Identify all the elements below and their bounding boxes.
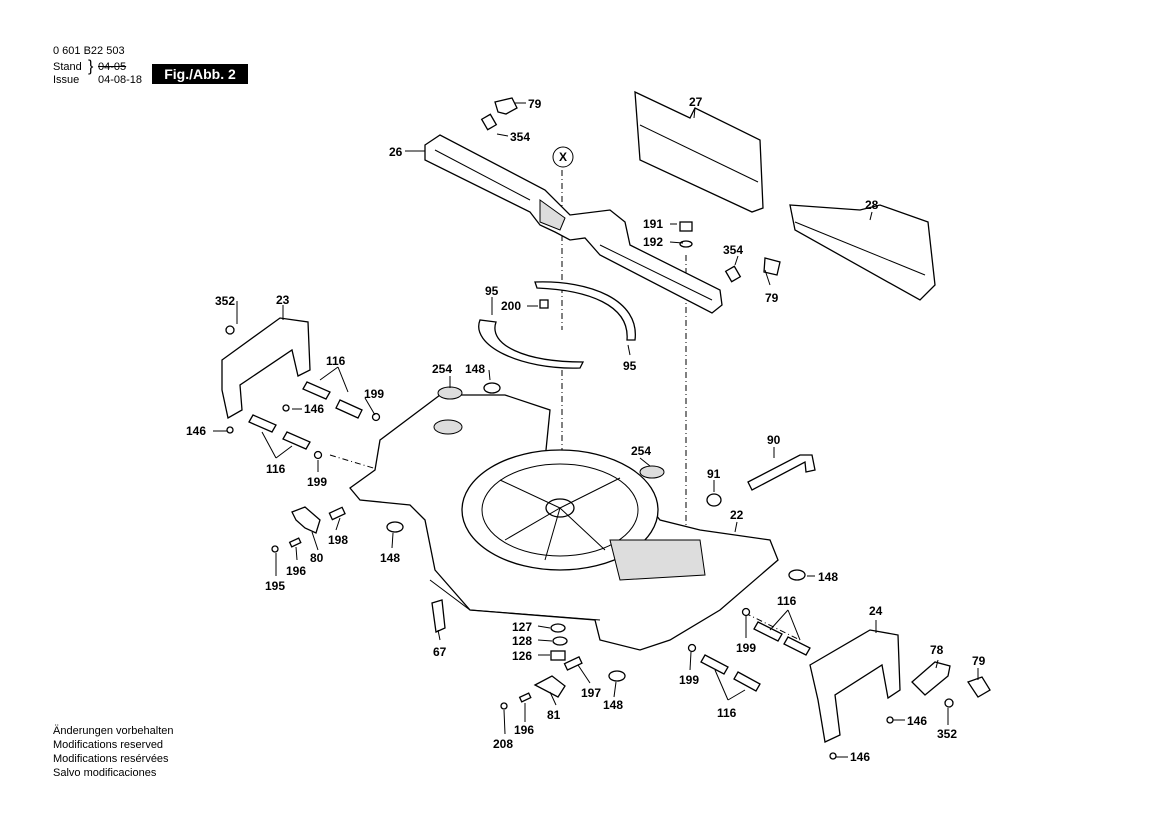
callout-146: 146 (304, 402, 324, 416)
callout-79: 79 (528, 97, 542, 111)
callout-192: 192 (643, 235, 663, 249)
handle-80 (271, 506, 346, 553)
callout-27: 27 (689, 95, 703, 109)
centerline-left (329, 454, 381, 471)
callout-148-lower: 148 (603, 698, 623, 712)
callout-208: 208 (493, 737, 513, 751)
callout-24: 24 (869, 604, 883, 618)
leader-lines (213, 102, 979, 758)
callout-79-right: 79 (765, 291, 779, 305)
callout-196-lower: 196 (514, 723, 534, 737)
knob-79-upper (480, 97, 518, 131)
callout-148: 148 (465, 362, 485, 376)
wrench-90 (747, 454, 816, 491)
callout-197: 197 (581, 686, 601, 700)
callout-352-right: 352 (937, 727, 957, 741)
callout-23: 23 (276, 293, 290, 307)
callout-195: 195 (265, 579, 285, 593)
callout-354-right: 354 (723, 243, 743, 257)
callout-128: 128 (512, 634, 532, 648)
callout-191: 191 (643, 217, 663, 231)
fence-26 (424, 134, 723, 314)
issue-label: Issue (53, 74, 80, 86)
callout-28: 28 (865, 198, 879, 212)
note-fr: Modifications resérvées (53, 753, 169, 765)
callout-146-right: 146 (907, 714, 927, 728)
note-de: Änderungen vorbehalten (53, 725, 174, 737)
throat-plate-95 (478, 281, 636, 369)
notes-block: Änderungen vorbehalten Modifications res… (53, 724, 173, 780)
callout-81: 81 (547, 708, 561, 722)
callout-199-right: 199 (736, 641, 756, 655)
date-old: 04-05 (98, 61, 127, 73)
note-en: Modifications reserved (53, 739, 164, 751)
callout-148-right: 148 (818, 570, 838, 584)
callout-22: 22 (730, 508, 744, 522)
callout-79-lower: 79 (972, 654, 986, 668)
callout-196: 196 (286, 564, 306, 578)
callout-354: 354 (510, 130, 530, 144)
handle-81 (500, 656, 583, 710)
fence-27 (634, 90, 764, 213)
callout-95-lower: 95 (623, 359, 637, 373)
callout-198: 198 (328, 533, 348, 547)
fasteners-126-128 (550, 623, 568, 661)
callout-80: 80 (310, 551, 324, 565)
part-number: 0 601 B22 503 (53, 45, 125, 57)
callout-116-lower: 116 (717, 706, 737, 720)
callout-95: 95 (485, 284, 499, 298)
callout-199-lower: 199 (679, 673, 699, 687)
callout-116-left: 116 (266, 462, 286, 476)
figure-label: Fig./Abb. 2 (152, 64, 248, 84)
brace-glyph: } (88, 58, 94, 75)
extension-23 (221, 317, 311, 420)
callout-352: 352 (215, 294, 235, 308)
knob-79-right (724, 257, 781, 283)
callout-148-left: 148 (380, 551, 400, 565)
callout-199-left: 199 (307, 475, 327, 489)
callout-200: 200 (501, 299, 521, 313)
callout-26: 26 (389, 145, 403, 159)
fence-28 (789, 204, 936, 301)
callout-254-right: 254 (631, 444, 651, 458)
x-marker-circle (552, 146, 574, 168)
callout-116-right: 116 (777, 594, 797, 608)
pointer-67 (431, 599, 446, 633)
table-base-22 (349, 394, 779, 651)
bracket-78 (911, 661, 991, 698)
callout-254: 254 (432, 362, 452, 376)
callout-67: 67 (433, 645, 447, 659)
callout-x: X (559, 150, 567, 164)
callout-91: 91 (707, 467, 721, 481)
callout-78: 78 (930, 643, 944, 657)
callout-146-bottom: 146 (850, 750, 870, 764)
callout-146-left: 146 (186, 424, 206, 438)
stand-label: Stand (53, 61, 82, 73)
extension-24 (809, 629, 901, 743)
date-new: 04-08-18 (98, 74, 143, 86)
callout-126: 126 (512, 649, 532, 663)
note-es: Salvo modificaciones (53, 767, 157, 779)
rods-116 (248, 381, 811, 692)
callout-127: 127 (512, 620, 532, 634)
callout-199: 199 (364, 387, 384, 401)
callout-90: 90 (767, 433, 781, 447)
callout-116: 116 (326, 354, 346, 368)
